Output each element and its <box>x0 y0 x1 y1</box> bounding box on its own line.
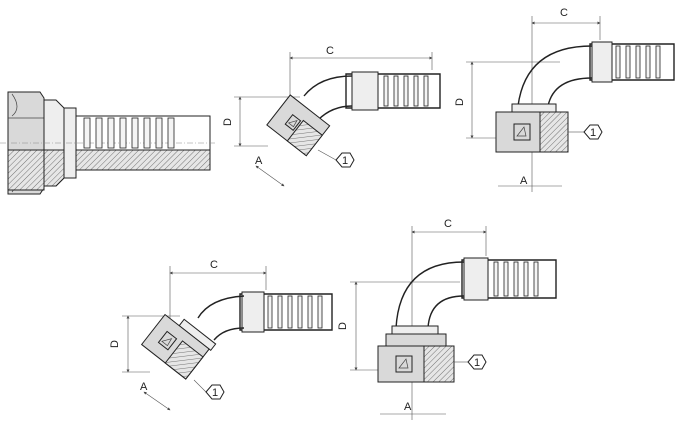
dim-label-a: A <box>520 175 528 187</box>
fitting-90-bottom: C D A 1 <box>337 218 557 420</box>
callout-number: 1 <box>474 357 480 369</box>
fitting-45-bottom: C D A 1 <box>109 259 333 411</box>
ribs-45-bottom <box>267 295 323 329</box>
fitting-45-top: C D A 1 <box>222 45 441 187</box>
ribs-90-bottom <box>493 261 539 297</box>
ribs-45-top <box>383 75 429 107</box>
callout-number: 1 <box>342 155 348 167</box>
dim-label-a: A <box>404 401 412 413</box>
callout-number: 1 <box>590 127 596 139</box>
fitting-90-top: C D A 1 <box>454 7 675 192</box>
dim-label-d: D <box>337 322 349 330</box>
dim-label-d: D <box>454 98 466 106</box>
dim-label-d: D <box>222 118 234 126</box>
dim-label-d: D <box>109 340 121 348</box>
dim-label-c: C <box>444 218 452 230</box>
dim-label-a: A <box>255 155 263 167</box>
dim-label-c: C <box>210 259 218 271</box>
dim-label-c: C <box>326 45 334 57</box>
ribs-90-top <box>615 45 661 79</box>
fitting-straight <box>0 91 216 195</box>
callout-number: 1 <box>212 387 218 399</box>
ribs-straight <box>83 117 175 149</box>
dim-label-a: A <box>140 381 148 393</box>
dim-label-c: C <box>560 7 568 19</box>
